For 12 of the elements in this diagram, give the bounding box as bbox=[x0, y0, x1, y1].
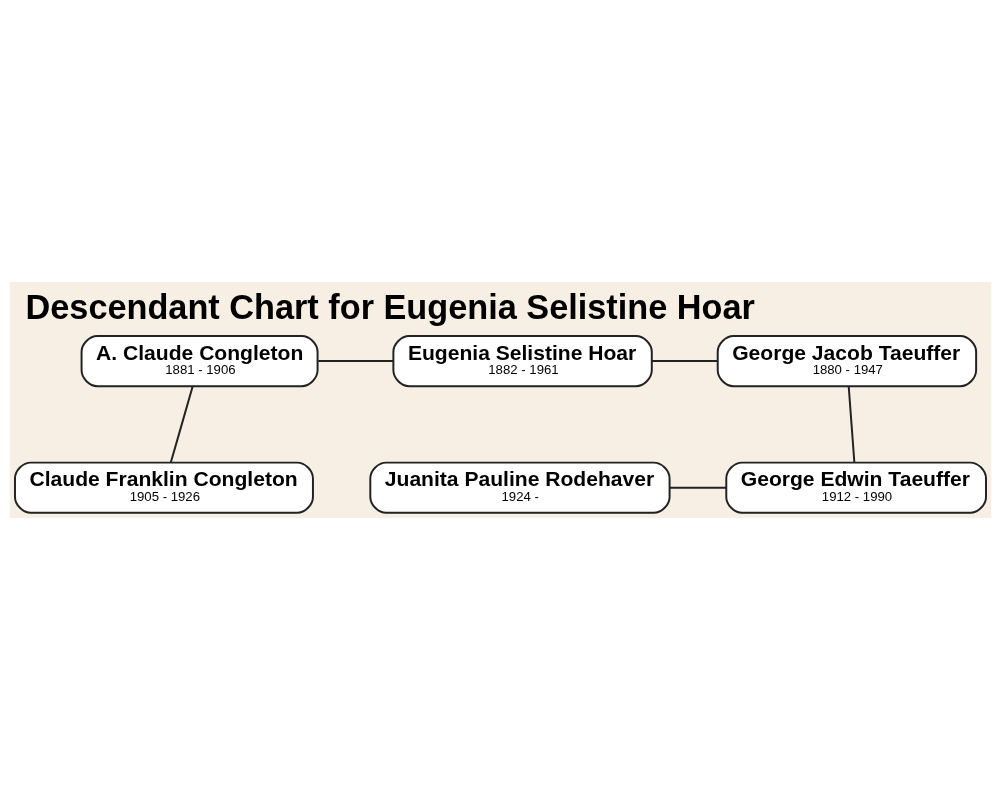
connector bbox=[847, 385, 856, 464]
connector bbox=[317, 360, 395, 363]
node-box: Eugenia Selistine Hoar 1882 - 1961 bbox=[392, 335, 653, 388]
node-box: Juanita Pauline Rodehaver 1924 - bbox=[369, 461, 671, 514]
node-box: George Jacob Taeuffer 1880 - 1947 bbox=[716, 335, 978, 388]
node-box: George Edwin Taeuffer 1912 - 1990 bbox=[725, 461, 987, 514]
connector bbox=[668, 486, 728, 489]
diagram-title: Descendant Chart for Eugenia Selistine Hoar bbox=[25, 287, 755, 326]
node-box: A. Claude Congleton 1881 - 1906 bbox=[80, 335, 319, 388]
node-box: Claude Franklin Congleton 1905 - 1926 bbox=[14, 461, 314, 514]
connector bbox=[169, 385, 194, 464]
connector bbox=[650, 360, 719, 363]
